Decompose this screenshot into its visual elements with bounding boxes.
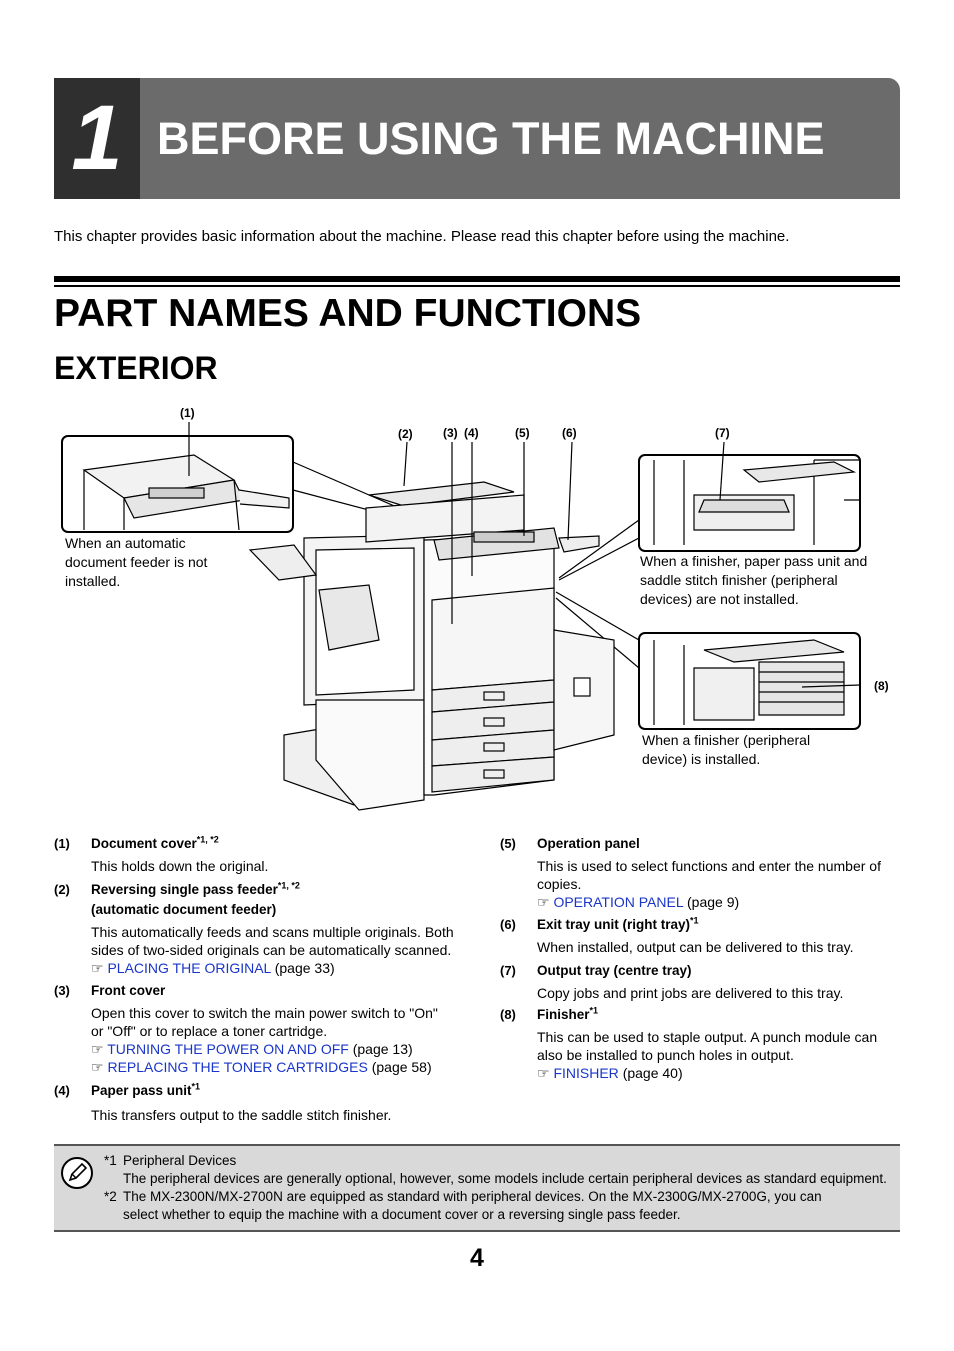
chapter-banner [54,78,900,199]
caption-no-finisher: When a finisher, paper pass unit and sad… [640,553,868,607]
callout-1: (1) [180,406,195,420]
link-operation-panel[interactable]: OPERATION PANEL [553,894,684,910]
part-item-3: (3) Front cover Open this cover to switc… [54,983,438,1075]
intro-text: This chapter provides basic information … [54,228,790,245]
pointing-hand-icon: ☞ [91,1041,104,1057]
callout-4: (4) [464,426,479,440]
link-turning-power-on-off[interactable]: TURNING THE POWER ON AND OFF [107,1041,349,1057]
part-item-1: (1) Document cover*1, *2 This holds down… [54,834,269,874]
callout-3: (3) [443,426,458,440]
page-number: 4 [470,1244,484,1272]
link-finisher[interactable]: FINISHER [553,1065,619,1081]
pointing-hand-icon: ☞ [537,894,550,910]
callout-7: (7) [715,426,730,440]
note-pencil-icon [61,1157,93,1189]
exterior-figure: (1) (2) (3) (4) (5) (6) (7) (8) When an … [54,400,900,830]
note-line-2: The peripheral devices are generally opt… [123,1171,887,1186]
section-divider [54,276,900,282]
pointing-hand-icon: ☞ [91,960,104,976]
callout-8: (8) [874,679,889,693]
callout-5: (5) [515,426,530,440]
section-divider-thin [54,285,900,287]
part-item-7: (7) Output tray (centre tray) Copy jobs … [500,963,844,1001]
machine-illustration [61,422,861,811]
subsection-heading: EXTERIOR [54,350,218,386]
part-item-5: (5) Operation panel This is used to sele… [500,836,881,910]
chapter-number: 1 [54,78,140,199]
callout-2: (2) [398,427,413,441]
note-line-4: select whether to equip the machine with… [123,1207,681,1222]
chapter-title: BEFORE USING THE MACHINE [157,113,825,164]
part-item-6: (6) Exit tray unit (right tray)*1 When i… [500,915,854,955]
callout-6: (6) [562,426,577,440]
pointing-hand-icon: ☞ [91,1059,104,1075]
caption-no-adf: When an automatic document feeder is not… [65,535,208,589]
part-item-8: (8) Finisher*1 This can be used to stapl… [500,1005,878,1081]
link-placing-the-original[interactable]: PLACING THE ORIGINAL [107,960,271,976]
caption-finisher: When a finisher (peripheral device) is i… [642,732,811,767]
part-item-4: (4) Paper pass unit*1 This transfers out… [54,1081,392,1123]
link-replacing-toner[interactable]: REPLACING THE TONER CARTRIDGES [107,1059,368,1075]
part-item-2: (2) Reversing single pass feeder*1, *2 (… [54,880,454,976]
pointing-hand-icon: ☞ [537,1065,550,1081]
section-heading: PART NAMES AND FUNCTIONS [54,292,642,335]
